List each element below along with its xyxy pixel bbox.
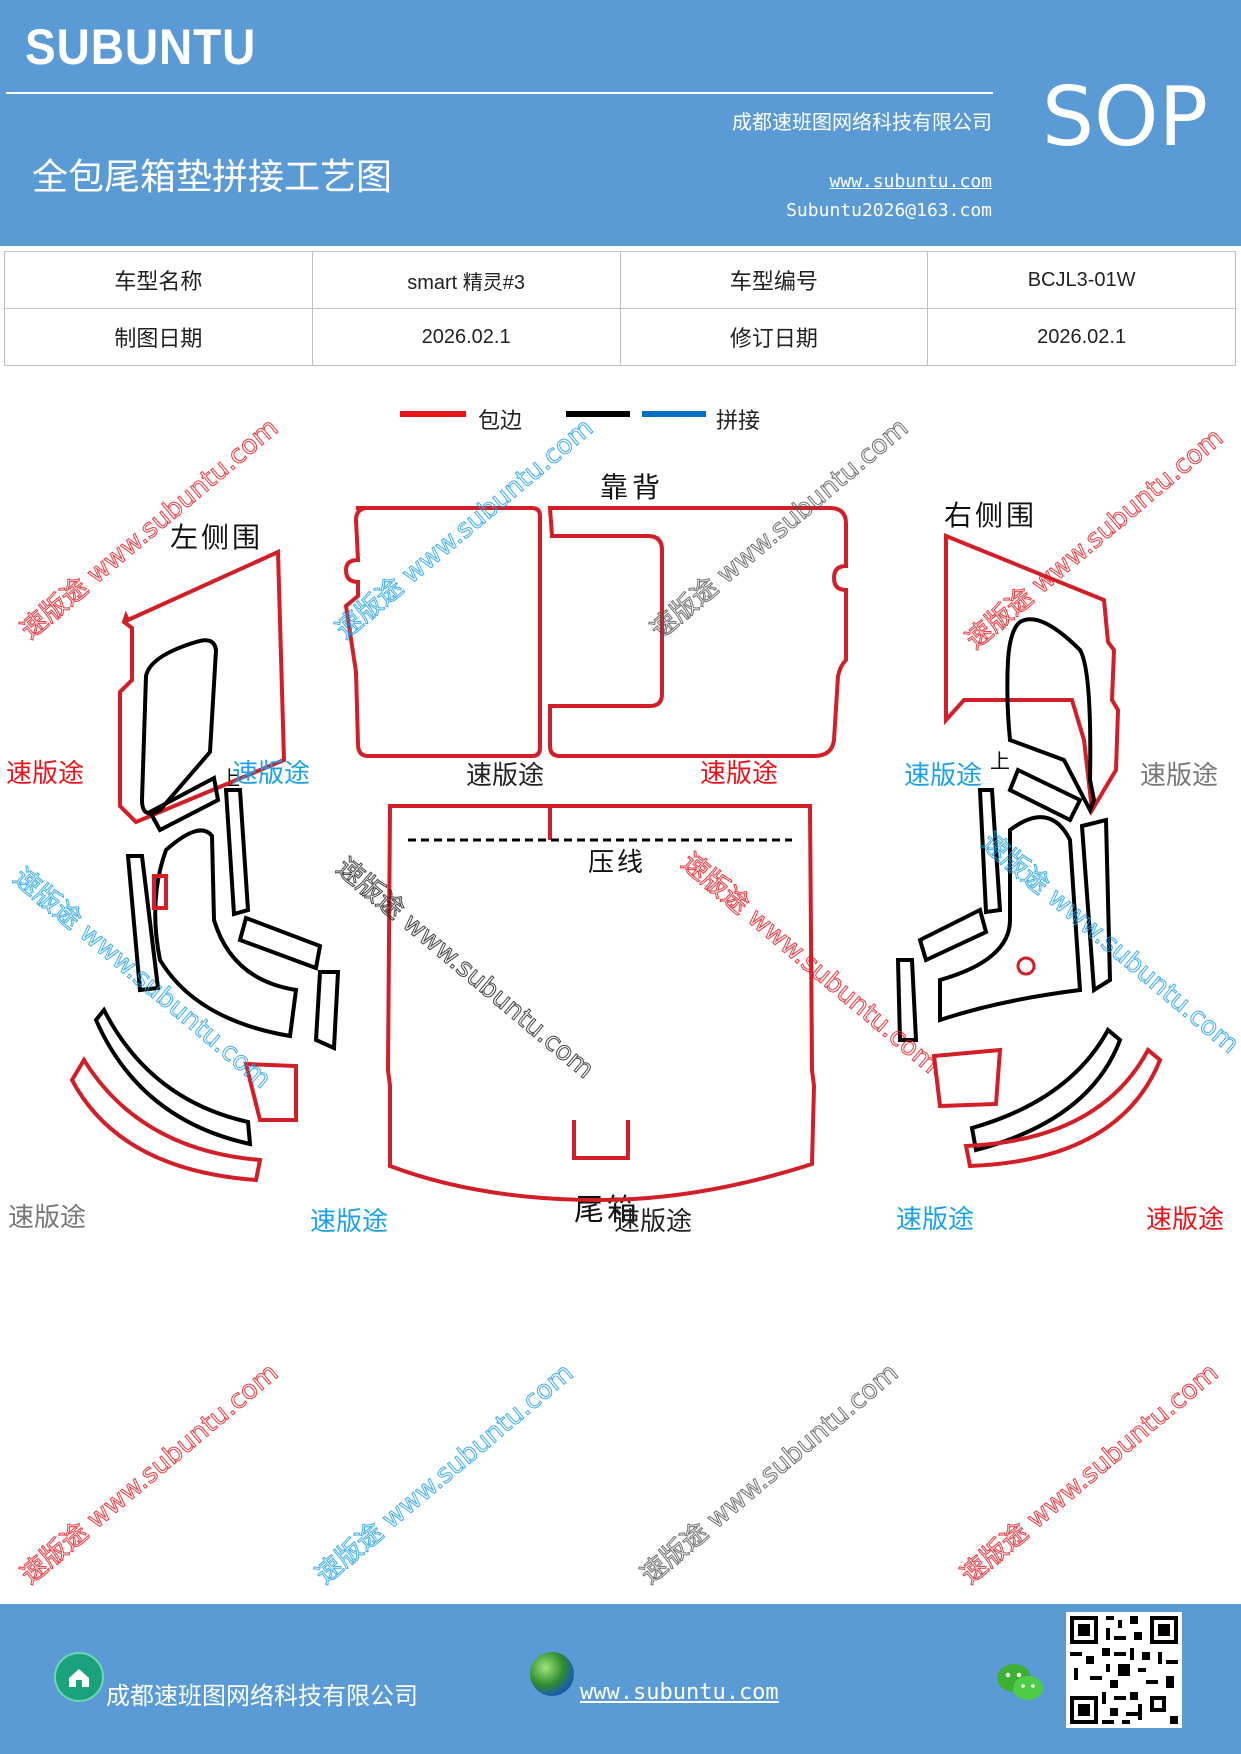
right-inner-piece-1 <box>1005 617 1097 815</box>
trunk-notch <box>572 1120 630 1160</box>
document-title: 全包尾箱垫拼接工艺图 <box>32 157 393 198</box>
left-wheel-arch-piece <box>153 828 299 1039</box>
model-name-label: 车型名称 <box>4 251 313 309</box>
sop-badge: SOP <box>1042 70 1209 165</box>
up-label-right: 上 <box>990 749 1010 773</box>
left-small-red-piece <box>243 1061 298 1122</box>
watermark-diagonal: 速版途 www.subuntu.com <box>310 1358 579 1590</box>
watermark-brand: 速版途 <box>1140 761 1218 791</box>
right-inner-piece-4 <box>1079 817 1113 994</box>
right-strip-1 <box>969 1026 1123 1153</box>
model-name-value: smart 精灵#3 <box>311 251 621 309</box>
left-side-panel <box>118 548 287 825</box>
watermark-brand: 速版途 <box>700 759 778 789</box>
table-row: 车型名称 smart 精灵#3 车型编号 BCJL3-01W <box>4 251 1236 309</box>
watermark-diagonal: 速版途 www.subuntu.com <box>330 413 599 645</box>
company-name: 成都速班图网络科技有限公司 <box>732 110 992 134</box>
left-side-label: 左侧围 <box>170 521 263 554</box>
watermark-diagonal-down: 速版途 www.subuntu.com <box>8 862 277 1094</box>
right-small-red-piece <box>931 1047 1003 1109</box>
watermark-brand: 速版途 <box>904 761 982 791</box>
backrest-right-piece <box>547 506 848 758</box>
footer-banner: 成都速班图网络科技有限公司 www.subuntu.com <box>0 1604 1241 1754</box>
right-inner-piece-6 <box>895 958 919 1042</box>
backrest-label: 靠背 <box>600 471 664 504</box>
revise-date-label: 修订日期 <box>619 308 929 366</box>
right-wheel-arch-piece <box>938 815 1083 1023</box>
globe-icon <box>530 1652 574 1696</box>
trunk-mat-piece <box>385 804 817 1203</box>
right-inner-piece-2 <box>1007 767 1083 823</box>
left-inner-piece-1 <box>139 638 219 816</box>
left-small-patch <box>152 874 168 910</box>
right-side-panel <box>944 533 1121 817</box>
draw-date-value: 2026.02.1 <box>311 308 621 366</box>
watermark-brand: 速版途 <box>8 1203 86 1233</box>
model-code-label: 车型编号 <box>619 251 929 309</box>
left-inner-piece-3 <box>223 788 251 917</box>
header-banner: SUBUNTU 全包尾箱垫拼接工艺图 成都速班图网络科技有限公司 www.sub… <box>0 0 1241 246</box>
watermark-diagonal: 速版途 www.subuntu.com <box>960 423 1229 655</box>
watermark-diagonal: 速版途 www.subuntu.com <box>15 1358 284 1590</box>
watermark-brand: 速版途 <box>614 1207 692 1237</box>
watermark-brand: 速版途 <box>466 761 544 791</box>
watermark-diagonal: 速版途 www.subuntu.com <box>955 1358 1224 1590</box>
left-inner-piece-2 <box>147 774 221 833</box>
left-inner-piece-5 <box>237 915 323 971</box>
backrest-left-piece <box>343 506 542 758</box>
right-inner-piece-3 <box>977 788 1003 915</box>
watermark-brand: 速版途 <box>896 1205 974 1235</box>
watermark-brand: 速版途 <box>1146 1205 1224 1235</box>
watermark-brand: 速版途 <box>232 759 310 789</box>
qr-code[interactable] <box>1066 1612 1182 1728</box>
right-strip-2 <box>963 1046 1163 1169</box>
left-inner-piece-6 <box>313 970 341 1052</box>
model-code-value: BCJL3-01W <box>927 251 1236 309</box>
pattern-diagram: 包边 拼接 靠背 左侧围 右侧围 压线 尾箱 上 上 <box>6 409 1241 1591</box>
legend-edge-label: 包边 <box>478 409 522 434</box>
email-address[interactable]: Subuntu2026@163.com <box>786 200 992 221</box>
website-link[interactable]: www.subuntu.com <box>829 171 992 192</box>
left-inner-piece-4 <box>125 854 161 993</box>
watermark-brand: 速版途 <box>310 1207 388 1237</box>
footer-website-link[interactable]: www.subuntu.com <box>580 1680 779 1705</box>
watermark-diagonal: 速版途 www.subuntu.com <box>635 1358 904 1590</box>
left-strip-2 <box>69 1056 263 1183</box>
legend-joint-label: 拼接 <box>716 409 760 434</box>
crease-label: 压线 <box>588 848 646 878</box>
left-strip-1 <box>93 1006 253 1147</box>
info-table: 车型名称 smart 精灵#3 车型编号 BCJL3-01W 制图日期 2026… <box>4 251 1236 366</box>
watermark-diagonal: 速版途 www.subuntu.com <box>645 413 914 645</box>
revise-date-value: 2026.02.1 <box>927 308 1236 366</box>
right-hole <box>1016 956 1036 976</box>
watermark-brand: 速版途 <box>6 759 84 789</box>
draw-date-label: 制图日期 <box>4 308 313 366</box>
header-divider <box>6 92 993 94</box>
table-row: 制图日期 2026.02.1 修订日期 2026.02.1 <box>4 308 1236 366</box>
watermark-diagonal-down: 速版途 www.subuntu.com <box>331 852 600 1084</box>
home-icon <box>54 1652 104 1702</box>
footer-company-name: 成都速班图网络科技有限公司 <box>106 1682 418 1710</box>
wechat-icon[interactable] <box>996 1662 1044 1708</box>
right-inner-piece-5 <box>917 907 989 963</box>
brand-logo: SUBUNTU <box>25 19 257 75</box>
right-side-label: 右侧围 <box>944 499 1037 532</box>
